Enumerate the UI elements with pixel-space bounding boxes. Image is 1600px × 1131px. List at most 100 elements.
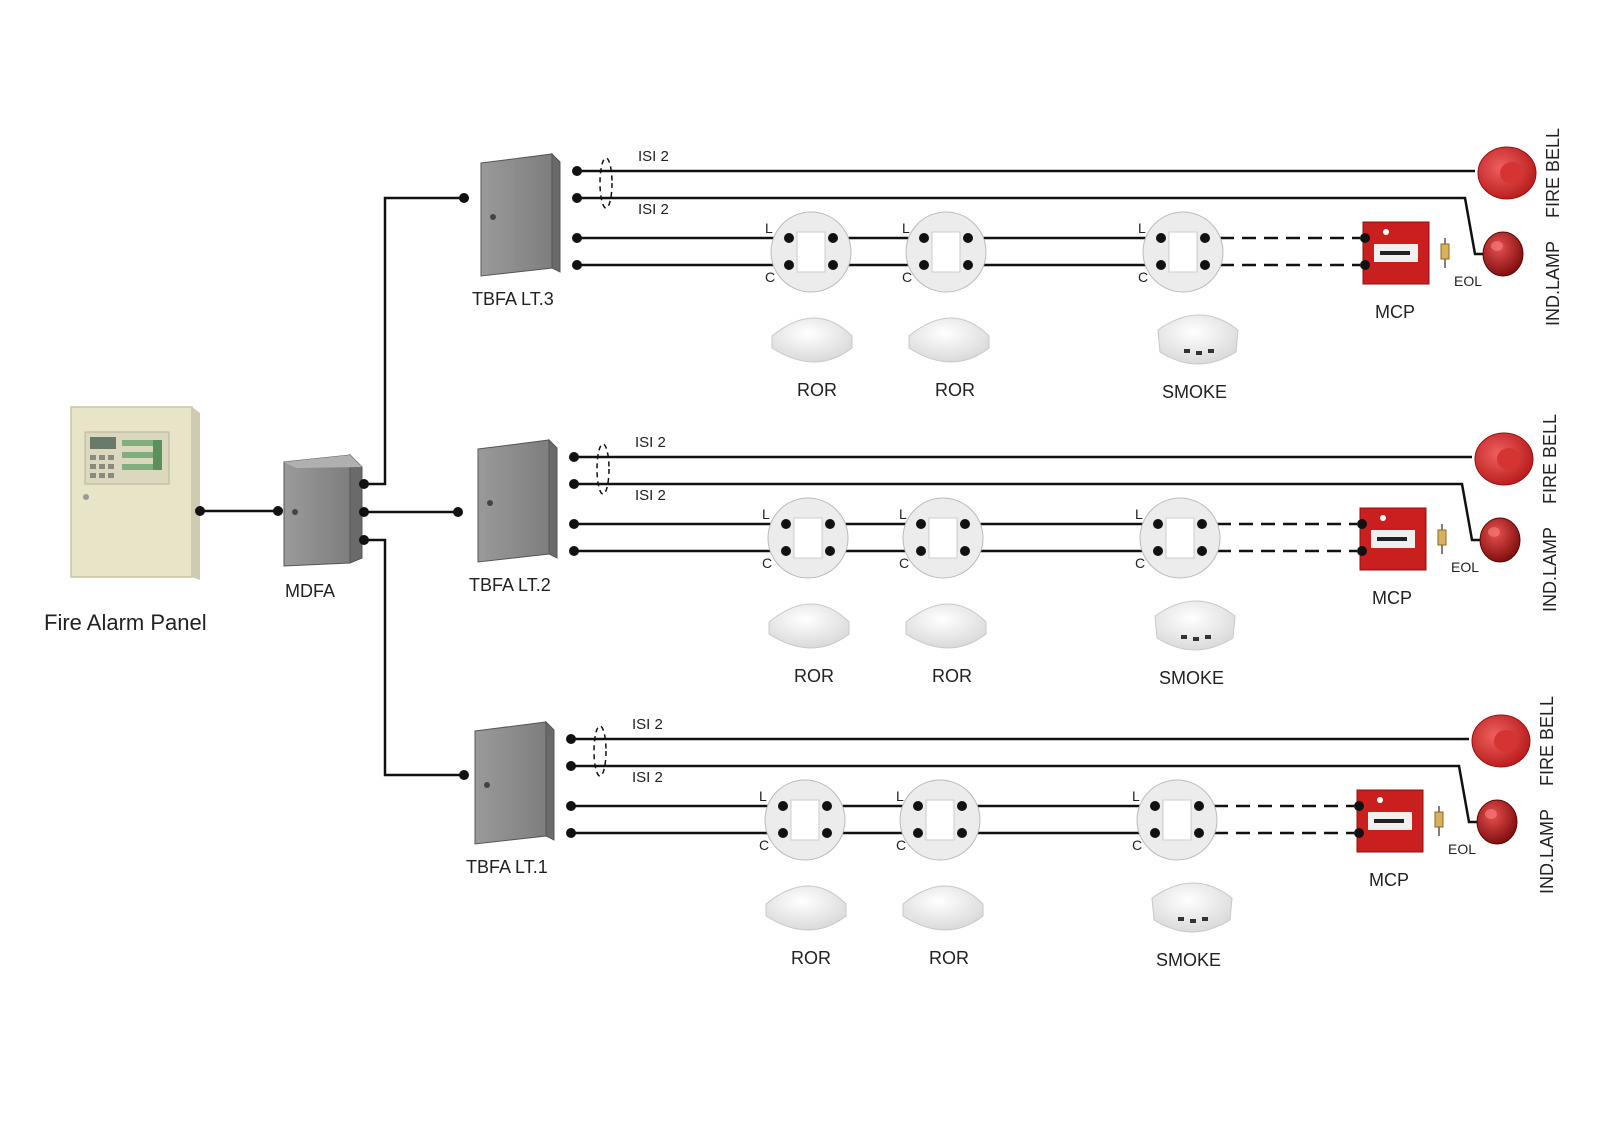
fire-bell-label: FIRE BELL bbox=[1540, 414, 1560, 504]
cable-label-bottom: ISI 2 bbox=[638, 201, 669, 218]
eol-label: EOL bbox=[1448, 841, 1476, 857]
tbfa-label: TBFA LT.1 bbox=[466, 857, 548, 877]
terminal-l-label: L bbox=[1138, 220, 1146, 236]
terminal-c-label: C bbox=[1132, 837, 1142, 853]
tbfa-cabinet bbox=[474, 720, 555, 845]
eol-label: EOL bbox=[1451, 559, 1479, 575]
fire-bell-label: FIRE BELL bbox=[1543, 128, 1563, 218]
detector-label: ROR bbox=[932, 666, 972, 686]
detector-label: ROR bbox=[935, 380, 975, 400]
indicator-lamp-icon bbox=[1482, 231, 1524, 277]
panel-display-icon bbox=[90, 437, 116, 449]
panel-keypad-icon bbox=[90, 455, 114, 478]
fire-bell-icon bbox=[1474, 432, 1534, 486]
floor-row-lt1: TBFA LT.1 ISI 2 ISI 2 bbox=[466, 696, 1557, 970]
terminal-c-label: C bbox=[899, 555, 909, 571]
detector-base bbox=[902, 497, 984, 579]
ind-lamp-label: IND.LAMP bbox=[1543, 241, 1563, 326]
terminal-l-label: L bbox=[762, 506, 770, 522]
detector-base bbox=[1136, 779, 1218, 861]
detector-base bbox=[770, 211, 852, 293]
panel-zone-leds-icon bbox=[122, 440, 162, 470]
mdfa-label: MDFA bbox=[285, 581, 335, 601]
cable-label-top: ISI 2 bbox=[632, 716, 663, 733]
eol-resistor-icon bbox=[1437, 524, 1447, 554]
lock-icon bbox=[487, 500, 493, 506]
terminal-c-label: C bbox=[896, 837, 906, 853]
detector-label: SMOKE bbox=[1159, 668, 1224, 688]
mdfa-cabinet: MDFA bbox=[283, 453, 363, 601]
mcp-call-point-icon bbox=[1362, 221, 1430, 285]
terminal-c-label: C bbox=[902, 269, 912, 285]
ror-detector-icon bbox=[771, 317, 853, 363]
ror-detector-icon bbox=[908, 317, 990, 363]
loop-wiring bbox=[574, 443, 1482, 553]
detector-label: ROR bbox=[929, 948, 969, 968]
terminal-l-label: L bbox=[896, 788, 904, 804]
indicator-lamp-icon bbox=[1479, 517, 1521, 563]
cable-label-bottom: ISI 2 bbox=[635, 487, 666, 504]
loop-wiring bbox=[571, 725, 1479, 835]
detector-label: ROR bbox=[794, 666, 834, 686]
cable-label-top: ISI 2 bbox=[635, 434, 666, 451]
terminal-c-label: C bbox=[765, 269, 775, 285]
terminal-l-label: L bbox=[759, 788, 767, 804]
floor-row-lt2: TBFA LT.2 ISI 2 ISI 2 bbox=[469, 414, 1560, 688]
smoke-detector-icon bbox=[1151, 882, 1233, 933]
detector-base bbox=[1139, 497, 1221, 579]
trunk-wiring bbox=[200, 196, 464, 777]
mcp-label: MCP bbox=[1369, 870, 1409, 890]
fire-bell-icon bbox=[1471, 714, 1531, 768]
lock-icon bbox=[292, 509, 298, 515]
fire-alarm-panel: Fire Alarm Panel bbox=[44, 406, 207, 635]
cable-label-top: ISI 2 bbox=[638, 148, 669, 165]
ror-detector-icon bbox=[905, 603, 987, 649]
lock-icon bbox=[490, 214, 496, 220]
tbfa-label: TBFA LT.2 bbox=[469, 575, 551, 595]
mcp-label: MCP bbox=[1372, 588, 1412, 608]
detector-base bbox=[905, 211, 987, 293]
ind-lamp-label: IND.LAMP bbox=[1537, 809, 1557, 894]
trunk-terminals bbox=[195, 193, 469, 780]
eol-resistor-icon bbox=[1434, 806, 1444, 836]
tbfa-cabinet bbox=[480, 152, 561, 277]
terminal-c-label: C bbox=[1138, 269, 1148, 285]
detector-base bbox=[1142, 211, 1224, 293]
smoke-detector-icon bbox=[1154, 600, 1236, 651]
loop-wiring bbox=[577, 157, 1485, 267]
ind-lamp-label: IND.LAMP bbox=[1540, 527, 1560, 612]
ror-detector-icon bbox=[765, 885, 847, 931]
panel-label: Fire Alarm Panel bbox=[44, 610, 207, 635]
terminal-l-label: L bbox=[1132, 788, 1140, 804]
terminal-l-label: L bbox=[899, 506, 907, 522]
detector-base bbox=[764, 779, 846, 861]
detector-label: SMOKE bbox=[1162, 382, 1227, 402]
lock-icon bbox=[484, 782, 490, 788]
terminal-c-label: C bbox=[762, 555, 772, 571]
cable-label-bottom: ISI 2 bbox=[632, 769, 663, 786]
indicator-lamp-icon bbox=[1476, 799, 1518, 845]
eol-label: EOL bbox=[1454, 273, 1482, 289]
detector-label: SMOKE bbox=[1156, 950, 1221, 970]
fire-bell-label: FIRE BELL bbox=[1537, 696, 1557, 786]
terminal-l-label: L bbox=[1135, 506, 1143, 522]
smoke-detector-icon bbox=[1157, 314, 1239, 365]
mcp-label: MCP bbox=[1375, 302, 1415, 322]
eol-resistor-icon bbox=[1440, 238, 1450, 268]
detector-base bbox=[899, 779, 981, 861]
tbfa-label: TBFA LT.3 bbox=[472, 289, 554, 309]
ror-detector-icon bbox=[902, 885, 984, 931]
detector-base bbox=[767, 497, 849, 579]
terminal-l-label: L bbox=[765, 220, 773, 236]
tbfa-cabinet bbox=[477, 438, 558, 563]
detector-label: ROR bbox=[791, 948, 831, 968]
terminal-l-label: L bbox=[902, 220, 910, 236]
floor-row-lt3: TBFA LT.3 ISI 2 ISI 2 bbox=[472, 128, 1563, 402]
terminal-c-label: C bbox=[1135, 555, 1145, 571]
detector-label: ROR bbox=[797, 380, 837, 400]
ror-detector-icon bbox=[768, 603, 850, 649]
terminal-c-label: C bbox=[759, 837, 769, 853]
fire-bell-icon bbox=[1477, 146, 1537, 200]
mcp-call-point-icon bbox=[1356, 789, 1424, 853]
